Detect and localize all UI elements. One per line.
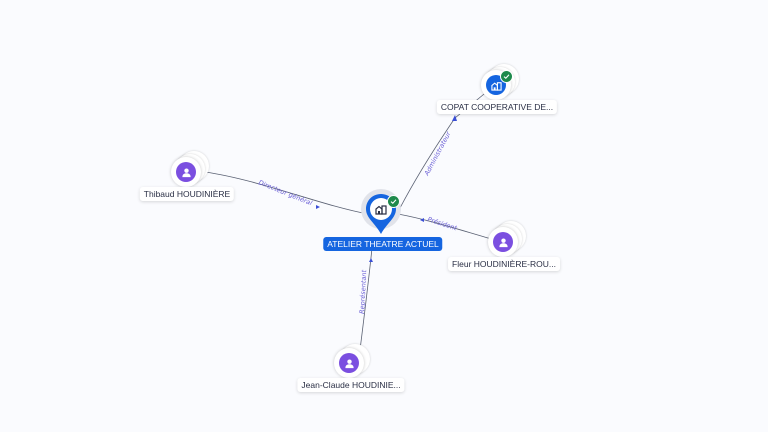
node-label-jeanclaude[interactable]: Jean-Claude HOUDINIE...: [297, 378, 405, 392]
arrow-icon: [369, 258, 373, 262]
arrow-icon: [316, 205, 320, 209]
person-icon: [176, 162, 196, 182]
edge-label-administrateur: Administrateur: [422, 129, 453, 178]
verified-check-icon: [500, 70, 513, 83]
verified-check-icon: [387, 195, 400, 208]
node-label-copat[interactable]: COPAT COOPERATIVE DE...: [436, 100, 558, 114]
node-label-fleur[interactable]: Fleur HOUDINIÈRE-ROU...: [448, 257, 560, 271]
arrow-icon: [452, 115, 457, 121]
arrow-icon: [420, 218, 424, 222]
edge-label-president: Président: [426, 215, 458, 232]
center-node-label[interactable]: ATELIER THEATRE ACTUEL: [323, 237, 443, 251]
person-icon: [339, 353, 359, 373]
person-icon: [493, 232, 513, 252]
edge-label-representant: Représentant: [358, 269, 368, 314]
building-icon: [375, 205, 387, 215]
edge-representant[interactable]: Représentant: [358, 237, 374, 351]
edge-label-directeur-general: Directeur général: [257, 178, 313, 207]
node-label-thibaud[interactable]: Thibaud HOUDINIÈRE: [139, 187, 235, 201]
